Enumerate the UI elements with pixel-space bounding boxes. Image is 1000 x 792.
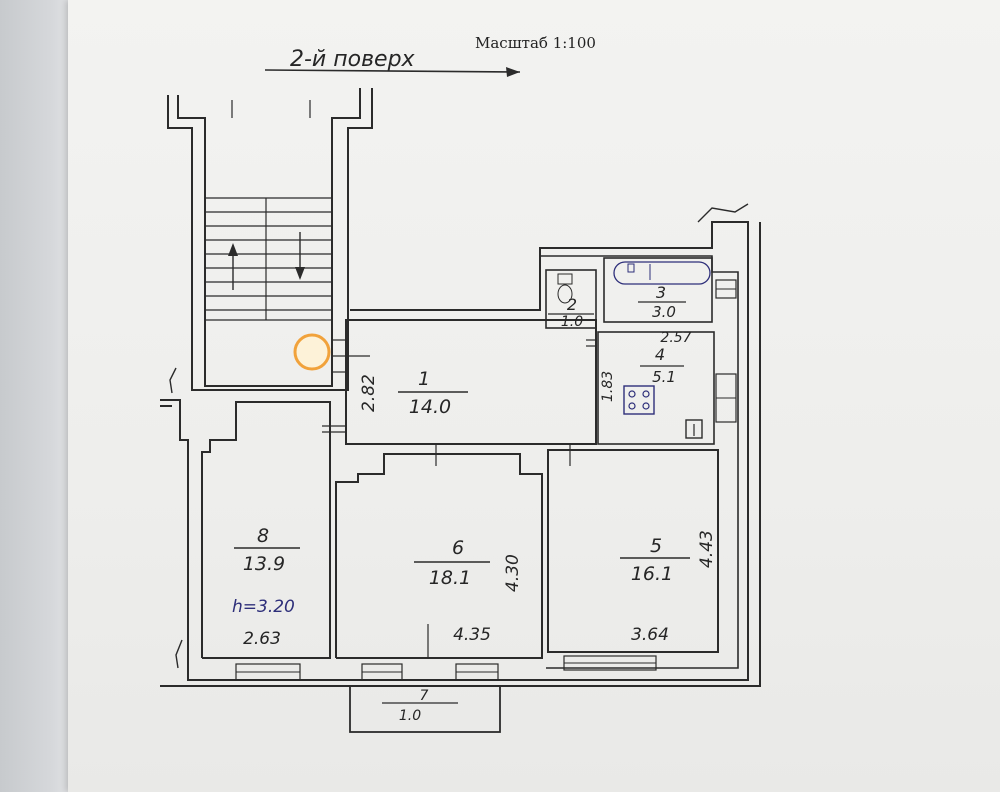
arrow-right-icon [506, 67, 520, 77]
break-line [697, 203, 749, 223]
room-4-number: 4 [655, 345, 665, 364]
paper-sheet [68, 0, 1000, 792]
marker-dot [293, 333, 331, 371]
bathtub-icon [613, 261, 711, 285]
room-5-side-dim: 4.43 [697, 530, 717, 568]
room-8-number: 8 [257, 525, 269, 547]
room-6-width-dim: 4.35 [453, 625, 491, 645]
room-7-outline [349, 685, 501, 733]
room-6-number: 6 [452, 537, 464, 559]
room-6-area: 18.1 [429, 567, 471, 589]
room-2-number: 2 [567, 295, 577, 314]
break-line [169, 367, 177, 394]
room-2-area: 1.0 [561, 314, 583, 330]
scale-label: Масштаб 1:100 [475, 34, 596, 52]
staircase [167, 88, 373, 391]
windows [235, 655, 657, 681]
ceiling-height-label: h=3.20 [232, 597, 295, 617]
room-8-width-dim: 2.63 [243, 629, 281, 649]
room-1-number: 1 [418, 368, 430, 390]
room-3-number: 3 [656, 283, 666, 302]
room-1-outline [345, 319, 597, 445]
room-7-number: 7 [420, 688, 429, 704]
desk-background [0, 0, 75, 792]
room-3-area: 3.0 [652, 303, 676, 321]
room-8-area: 13.9 [243, 553, 285, 575]
title-underline [264, 69, 521, 73]
break-line [175, 639, 183, 669]
room-4-outline [597, 331, 715, 445]
room-8-outline [201, 401, 331, 659]
toilet-icon [557, 273, 573, 285]
room-5-area: 16.1 [631, 563, 673, 585]
room-3-outline [603, 257, 713, 323]
room-4-width-dim: 2.57 [660, 330, 691, 346]
stove-icon [623, 385, 655, 415]
room-1-side-dim: 2.82 [359, 374, 379, 412]
room-5-width-dim: 3.64 [631, 625, 669, 645]
floor-title: 2-й поверх [290, 47, 416, 72]
room-6-side-dim: 4.30 [503, 554, 523, 592]
room-7-area: 1.0 [399, 708, 421, 724]
room-5-number: 5 [650, 535, 662, 557]
room-6-outline [335, 453, 543, 659]
room-1-area: 14.0 [409, 396, 451, 418]
room-2-outline [545, 269, 597, 329]
room-4-area: 5.1 [652, 368, 676, 386]
sink-icon [685, 419, 703, 439]
room-4-side-dim: 1.83 [600, 371, 616, 402]
room-5-outline [547, 449, 719, 653]
